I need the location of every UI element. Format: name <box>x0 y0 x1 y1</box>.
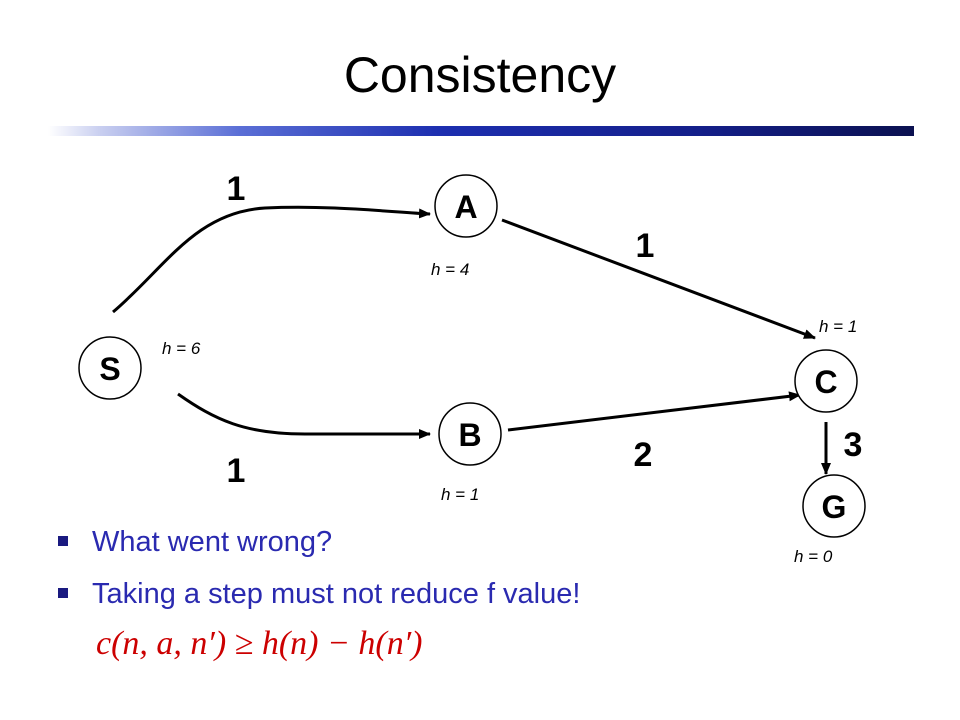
bullet-text: What went wrong? <box>92 526 333 558</box>
consistency-formula: c(n, a, n′) ≥ h(n) − h(n′) <box>96 625 423 662</box>
slide-title: Consistency <box>343 47 617 103</box>
bullet-text: Taking a step must not reduce f value! <box>92 578 581 610</box>
node-b-label: B <box>458 417 481 453</box>
bullet-item: What went wrong? <box>58 516 580 568</box>
square-bullet-icon <box>58 536 68 547</box>
edge-a-c-cost: 1 <box>636 227 655 265</box>
edge-b-c <box>507 391 801 432</box>
node-g-label: G <box>822 489 847 525</box>
node-s-label: S <box>99 351 120 387</box>
node-c-label: C <box>814 364 837 400</box>
node-b: B <box>438 402 502 466</box>
node-c: C <box>794 349 858 413</box>
title-underline <box>48 126 914 136</box>
node-s-heuristic: h = 6 <box>162 339 201 358</box>
node-a-heuristic: h = 4 <box>431 260 469 279</box>
node-b-heuristic: h = 1 <box>441 485 479 504</box>
edge-c-g-cost: 3 <box>844 426 863 464</box>
node-a: A <box>434 174 498 238</box>
node-a-label: A <box>454 189 477 225</box>
node-c-heuristic: h = 1 <box>819 317 857 336</box>
node-g: G <box>802 474 866 538</box>
square-bullet-icon <box>58 588 68 599</box>
edge-s-b-cost: 1 <box>227 452 246 490</box>
edge-s-a-cost: 1 <box>227 170 246 208</box>
edge-s-a <box>112 205 431 314</box>
edge-b-c-cost: 2 <box>634 436 653 474</box>
node-s: S <box>78 336 142 400</box>
bullet-list: What went wrong? Taking a step must not … <box>58 516 580 620</box>
bullet-item: Taking a step must not reduce f value! <box>58 568 580 620</box>
node-g-heuristic: h = 0 <box>794 547 833 566</box>
edge-a-c <box>501 218 816 340</box>
edge-s-b <box>177 392 431 439</box>
